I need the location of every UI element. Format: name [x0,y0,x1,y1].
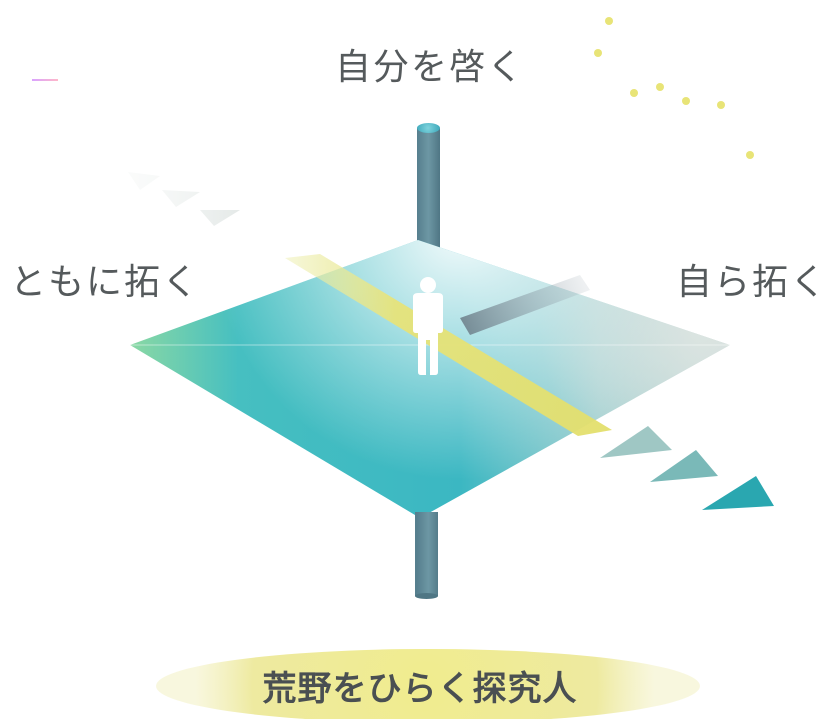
sparkle-dot-icon [630,89,638,97]
footer-title: 荒野をひらく探究人 [262,669,578,709]
lower-pillar [415,512,438,599]
sparkle-dot-icon [746,151,754,159]
right-direction-arrows [600,426,774,510]
sparkle-dot-icon [682,97,690,105]
label-right: 自ら拓く [676,262,829,303]
label-left: ともに拓く [10,262,201,303]
sparkle-dot-icon [594,49,602,57]
triangle-arrow-icon [200,210,240,226]
shadow-stripe [460,275,590,335]
triangle-arrow-icon [600,426,672,458]
pillar-top-cap [417,123,440,133]
triangle-arrow-icon [650,450,718,482]
label-top: 自分を啓く [335,47,526,88]
decorative-line [32,79,58,81]
yellow-band [285,254,612,436]
sparkle-dot-icon [656,83,664,91]
sparkle-dot-icon [605,17,613,25]
left-direction-arrows [128,172,240,226]
footer-ellipse [156,649,700,723]
sparkles [594,17,754,159]
triangle-arrow-icon [702,476,774,510]
sparkle-dot-icon [717,101,725,109]
triangle-arrow-icon [162,190,200,207]
plane [130,240,730,518]
triangle-arrow-icon [128,172,160,190]
person-icon [413,277,443,375]
